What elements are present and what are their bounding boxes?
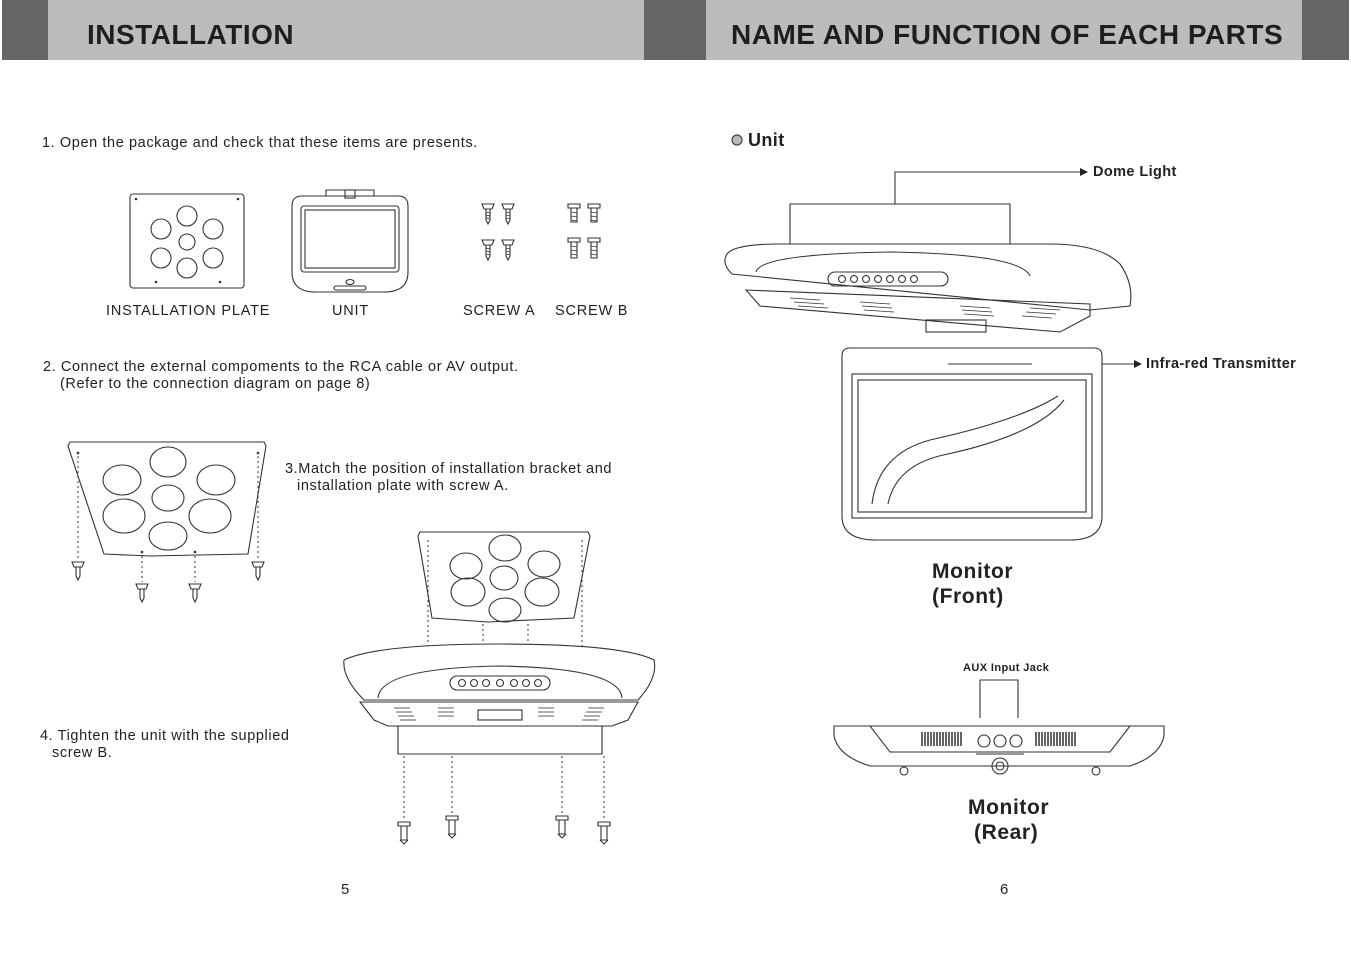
monitor-rear-subtitle: (Rear) [974,821,1039,844]
page-number-right: 6 [1000,881,1009,898]
step-2-note: (Refer to the connection diagram on page… [60,376,371,392]
screw-a-drawing [481,203,515,262]
center-header-dark-tab [644,0,706,60]
item-label-installation-plate: INSTALLATION PLATE [106,303,271,319]
infra-red-label: Infra-red Transmitter [1146,356,1297,372]
left-header-dark-tab [2,0,48,60]
installation-title: INSTALLATION [87,19,295,50]
parts-title: NAME AND FUNCTION OF EACH PARTS [731,19,1284,50]
bullet-icon [731,134,743,146]
unit-section-label: Unit [748,130,785,150]
step-3-bracket-drawing [67,441,267,604]
installation-plate-drawing [129,193,245,289]
step-1-text: 1. Open the package and check that these… [42,135,478,151]
left-header-bar [48,0,644,60]
dome-light-label: Dome Light [1093,164,1177,180]
step-4-text: 4. Tighten the unit with the supplied [40,728,290,744]
unit-small-drawing [291,189,409,293]
item-label-screw-a: SCREW A [463,303,536,319]
right-header-dark-tab [1302,0,1349,60]
step-3-text: 3.Match the position of installation bra… [285,461,613,477]
monitor-front-drawing [724,168,1142,541]
item-label-screw-b: SCREW B [555,303,629,319]
right-header-bar [706,0,1302,60]
screw-b-drawing [567,203,601,259]
step-3-text-cont: installation plate with screw A. [297,478,509,494]
monitor-rear-drawing [833,679,1165,776]
page-number-left: 5 [341,881,350,898]
monitor-rear-title: Monitor [968,796,1050,819]
monitor-front-subtitle: (Front) [932,585,1004,608]
aux-input-jack-label: AUX Input Jack [963,662,1050,674]
item-label-unit: UNIT [332,303,370,319]
step-2-text: 2. Connect the external compoments to th… [43,359,519,375]
step-4-unit-drawing [343,531,656,845]
step-4-text-cont: screw B. [52,745,113,761]
monitor-front-title: Monitor [932,560,1014,583]
